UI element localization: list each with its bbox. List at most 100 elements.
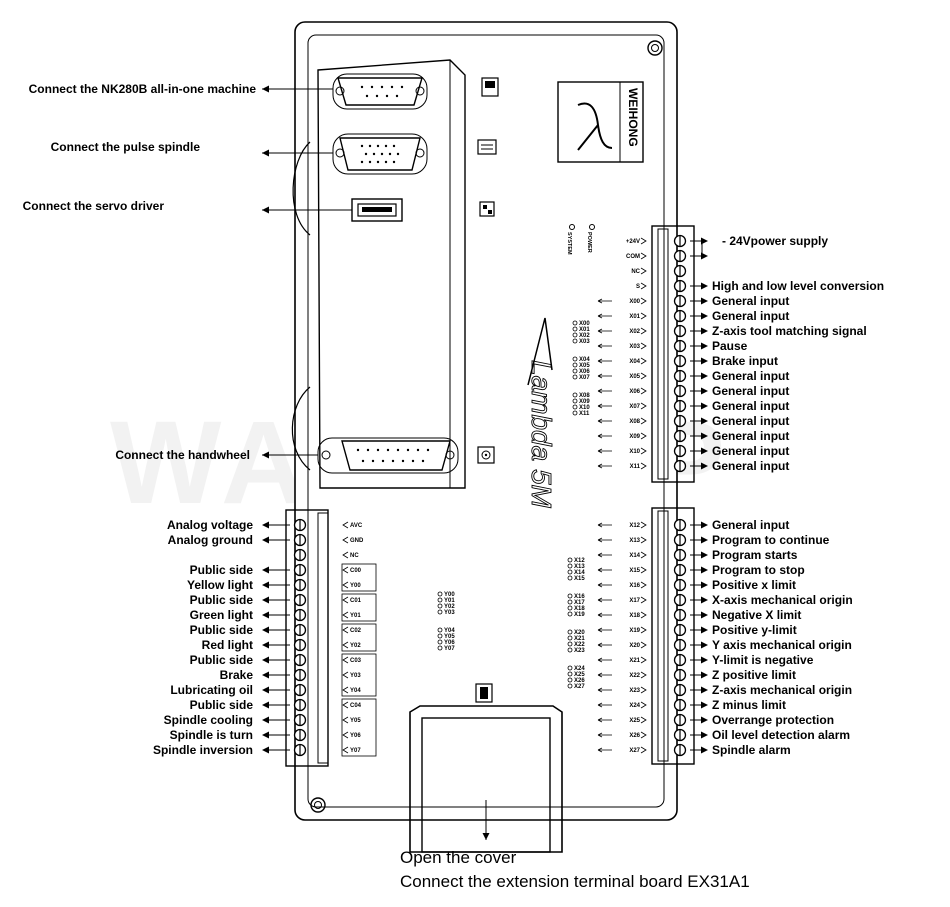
leader-arrow [701, 312, 708, 320]
pin-marker [640, 417, 647, 425]
led-label: X16 [574, 594, 585, 600]
leader-arrow [701, 282, 708, 290]
pin-marker [640, 267, 647, 275]
input-arrow [597, 373, 612, 379]
common-bracket [341, 593, 377, 622]
left-terminal-label: Red light [201, 638, 253, 652]
pin-marker [640, 372, 647, 380]
pin-label: X00 [629, 299, 640, 305]
pin-marker [640, 342, 647, 350]
led-label: X02 [579, 333, 590, 339]
pin-marker [640, 566, 647, 574]
left-terminal-label: Brake [219, 668, 253, 682]
connector-panel [317, 59, 466, 489]
lower-terminal-label: General input [712, 518, 790, 532]
upper-terminal-label: Z-axis tool matching signal [712, 324, 867, 338]
led-label: X00 [579, 321, 590, 327]
pin-label: X04 [629, 359, 640, 365]
led-label: Y06 [444, 640, 455, 646]
status-led [567, 593, 573, 599]
pin-marker [342, 596, 349, 604]
leader-arrow [701, 656, 708, 664]
status-led [567, 677, 573, 683]
pin-marker [640, 626, 647, 634]
left-terminal-label: Public side [189, 563, 253, 577]
left-terminal-label: Public side [189, 593, 253, 607]
pin-label: Y02 [350, 643, 361, 649]
pin-marker [342, 746, 349, 754]
left-terminal-label: Spindle inversion [152, 743, 253, 757]
leader-arrow [701, 536, 708, 544]
lower-terminal-label: Negative X limit [712, 608, 802, 622]
input-arrow [597, 612, 612, 618]
pin-label: X16 [629, 583, 640, 589]
leader-arrow [701, 566, 708, 574]
pin-label: S [636, 284, 640, 290]
pin-label: X13 [629, 538, 640, 544]
pin-label: Y01 [350, 613, 361, 619]
upper-terminal-label: General input [712, 414, 790, 428]
leader-arrow [701, 252, 708, 260]
pin-marker [640, 432, 647, 440]
pin-marker [342, 626, 349, 634]
led-label: Y05 [444, 634, 455, 640]
pin-marker [640, 357, 647, 365]
input-arrow [597, 552, 612, 558]
system-led: SYSTEM [566, 224, 575, 255]
pin-label: COM [626, 254, 640, 260]
leader-arrow [701, 372, 708, 380]
left-terminal-label: Public side [189, 623, 253, 637]
led-label: X05 [579, 363, 590, 369]
spindle-port-icon [477, 139, 497, 155]
input-arrow [597, 448, 612, 454]
upper-terminal-label: General input [712, 444, 790, 458]
pin-label: X10 [629, 449, 640, 455]
pin-marker [640, 521, 647, 529]
status-led [567, 647, 573, 653]
status-led [572, 368, 578, 374]
leader-arrow [701, 237, 708, 245]
left-terminal-rows: AVCGNDNCC00Y00C01Y01C02Y02C03Y03Y04C04Y0… [262, 518, 377, 757]
led-label: X26 [574, 678, 585, 684]
led-label: X17 [574, 600, 585, 606]
leader-arrow [262, 731, 269, 739]
terminal-block-upper-right [651, 225, 695, 483]
input-arrow [597, 567, 612, 573]
led-label: X21 [574, 636, 585, 642]
status-led [572, 338, 578, 344]
status-leds: X00X01X02X03X04X05X06X07X08X09X10X11X12X… [437, 320, 590, 690]
handwheel-port-icon [477, 446, 495, 464]
input-arrow [597, 537, 612, 543]
upper-terminal-label: General input [712, 429, 790, 443]
leader-arrow [701, 581, 708, 589]
pin-marker [640, 282, 647, 290]
leader-arrow [262, 746, 269, 754]
power-led-label: POWER [586, 232, 592, 253]
leader-arrow [701, 357, 708, 365]
pin-label: +24V [626, 239, 640, 245]
pin-marker [640, 297, 647, 305]
input-arrow [597, 672, 612, 678]
pin-label: X09 [629, 434, 640, 440]
leader-arrow [701, 746, 708, 754]
upper-right-terminal-rows: +24VCOMNCSX00X01X02X03X04X05X06X07X08X09… [597, 234, 708, 473]
input-arrow [597, 732, 612, 738]
upper-terminal-label: General input [712, 459, 790, 473]
pin-label: X21 [629, 658, 640, 664]
leader-arrow [701, 447, 708, 455]
pin-marker [342, 641, 349, 649]
db15-connector [332, 133, 428, 175]
pin-marker [342, 686, 349, 694]
status-led [572, 362, 578, 368]
led-label: Y04 [444, 628, 455, 634]
pin-marker [640, 237, 647, 245]
upper-terminal-label: General input [712, 369, 790, 383]
status-led [567, 641, 573, 647]
status-led [572, 332, 578, 338]
pin-marker [342, 656, 349, 664]
status-led [567, 557, 573, 563]
power-led: POWER [586, 224, 595, 253]
leader-arrow [701, 641, 708, 649]
lower-terminal-label: X-axis mechanical origin [712, 593, 853, 607]
